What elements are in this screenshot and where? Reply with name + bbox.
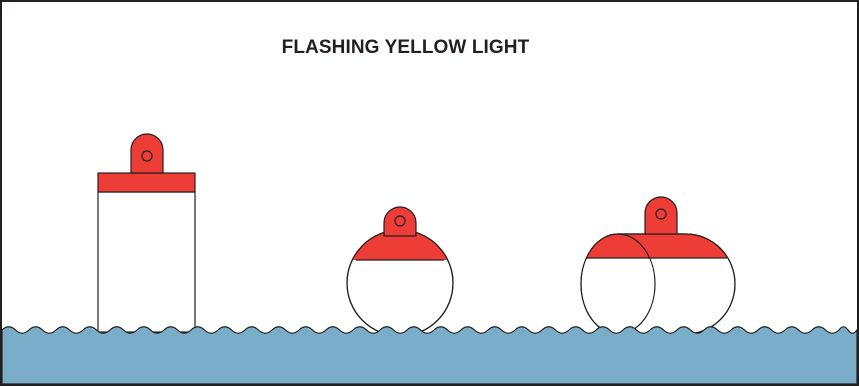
spherical-buoy [347, 207, 453, 336]
spherical-buoy-light-mount [384, 207, 416, 236]
ellipsoidal-buoy-light-mount [645, 197, 677, 234]
ellipsoidal-buoy [581, 197, 735, 334]
pillar-buoy-red-band [98, 173, 195, 192]
pillar-buoy-light-mount [131, 134, 163, 173]
pillar-buoy-body [98, 192, 195, 332]
pillar-buoy [98, 134, 195, 332]
water-surface [2, 327, 857, 384]
